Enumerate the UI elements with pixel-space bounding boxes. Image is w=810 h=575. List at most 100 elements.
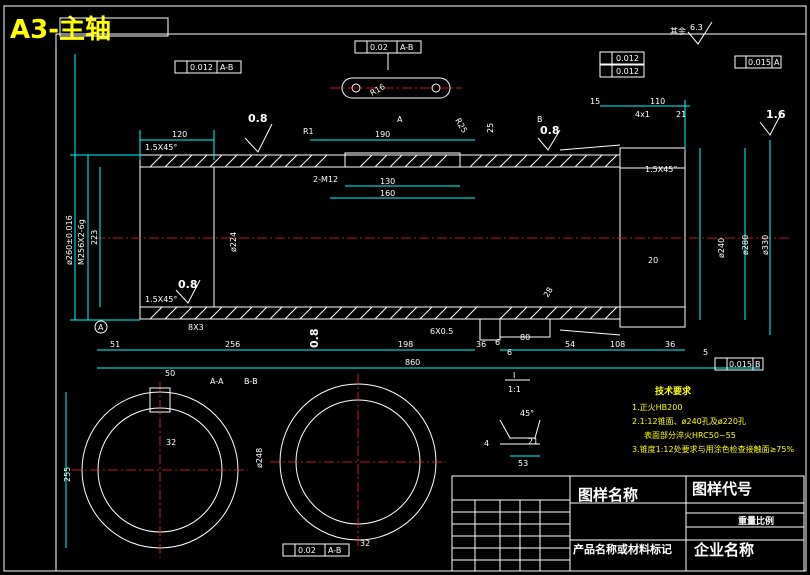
svg-text:R25: R25 (453, 117, 469, 135)
svg-text:M256X2-6g: M256X2-6g (77, 219, 86, 265)
code-box (59, 17, 169, 37)
svg-text:ø280: ø280 (741, 235, 750, 255)
section-aa-label: A-A (210, 377, 224, 386)
svg-text:1.5X45°: 1.5X45° (645, 165, 677, 174)
svg-text:R16: R16 (369, 82, 387, 98)
bb-dia-dim: ø248 (255, 448, 264, 468)
svg-text:21: 21 (528, 437, 538, 446)
svg-text:15: 15 (590, 97, 600, 106)
height-255-dim: 255 (63, 467, 72, 482)
svg-text:4x1: 4x1 (635, 110, 650, 119)
svg-text:A-B: A-B (400, 43, 413, 52)
svg-text:B: B (755, 360, 761, 369)
svg-text:28: 28 (542, 286, 555, 299)
drawing-code: 图样代号 (692, 480, 752, 498)
svg-text:108: 108 (610, 340, 625, 349)
roughness-symbol (687, 21, 713, 45)
roughness-symbols: 0.8 0.8 1.6 0.8 0.8 (175, 108, 786, 349)
roughness-other-label: 其余 (670, 26, 686, 36)
shaft-main-view (95, 144, 790, 341)
dimension-lines (70, 54, 771, 369)
svg-text:A-B: A-B (328, 546, 341, 555)
fcf-right-runout: 0.012 0.012 (599, 51, 645, 78)
svg-text:190: 190 (375, 130, 390, 139)
svg-text:6: 6 (495, 338, 500, 347)
svg-text:45°: 45° (520, 409, 534, 418)
svg-text:R1: R1 (303, 127, 314, 136)
fcf-bottom-right: 0.015 B (714, 357, 764, 371)
svg-text:ø330: ø330 (761, 235, 770, 255)
section-bb-label: B-B (244, 377, 258, 386)
svg-text:1:1: 1:1 (508, 385, 521, 394)
fcf-left-straightness: 0.012 A-B (174, 60, 242, 74)
svg-text:表面部分淬火HRC50~55: 表面部分淬火HRC50~55 (644, 430, 736, 440)
svg-text:0.8: 0.8 (540, 124, 560, 137)
svg-text:1.5X45°: 1.5X45° (145, 143, 177, 152)
svg-text:6X0.5: 6X0.5 (430, 327, 453, 336)
svg-text:技术要求: 技术要求 (655, 385, 692, 397)
svg-text:ø224: ø224 (229, 232, 238, 252)
svg-text:1.6: 1.6 (766, 108, 786, 121)
svg-text:ø260±0.016: ø260±0.016 (65, 215, 74, 265)
svg-text:51: 51 (110, 340, 120, 349)
svg-text:2.1:12锥面、ø240孔及ø220孔: 2.1:12锥面、ø240孔及ø220孔 (632, 416, 746, 426)
svg-text:A: A (397, 115, 403, 124)
svg-text:110: 110 (650, 97, 665, 106)
dimension-texts: 120 1.5X45° 190 130 160 R1 R16 R25 25 2-… (65, 82, 770, 367)
outer-border (3, 5, 807, 572)
svg-text:A: A (774, 58, 780, 67)
svg-text:5: 5 (703, 348, 708, 357)
datum-a-circle-label: A (98, 323, 104, 332)
svg-text:0.012: 0.012 (616, 67, 639, 76)
section-bb (270, 374, 446, 550)
svg-text:198: 198 (398, 340, 413, 349)
drawing-name: 图样名称 (578, 486, 638, 504)
svg-text:4: 4 (484, 439, 489, 448)
datum-a-circle (94, 320, 108, 334)
drawing-title: A3-主轴 (10, 15, 111, 45)
svg-text:2-M12: 2-M12 (313, 175, 338, 184)
svg-text:20: 20 (648, 256, 658, 265)
key-width-dim: 50 (165, 369, 175, 378)
tech-requirements: 技术要求 1.正火HB200 2.1:12锥面、ø240孔及ø220孔 表面部分… (632, 385, 794, 454)
title-block (451, 475, 805, 572)
svg-text:1.5X45°: 1.5X45° (145, 295, 177, 304)
svg-text:B: B (537, 115, 543, 124)
svg-text:25: 25 (486, 123, 495, 133)
svg-text:0.015: 0.015 (748, 58, 771, 67)
svg-text:54: 54 (565, 340, 575, 349)
ratio-label: 重量比例 (738, 515, 774, 527)
svg-text:0.8: 0.8 (308, 329, 321, 349)
svg-text:36: 36 (665, 340, 675, 349)
section-aa (65, 382, 248, 558)
company-name: 企业名称 (693, 541, 754, 559)
svg-text:0.8: 0.8 (248, 112, 268, 125)
fcf-right-circle: 0.015 A (734, 55, 782, 69)
roughness-other-value: 6.3 (690, 23, 703, 32)
product-line: 产品名称或材料标记 (573, 542, 672, 556)
fcf-top-symmetry: 0.02 A-B (354, 40, 422, 70)
svg-text:36: 36 (476, 340, 486, 349)
svg-text:ø240: ø240 (717, 238, 726, 258)
svg-text:0.012: 0.012 (190, 63, 213, 72)
svg-text:I: I (513, 371, 515, 380)
svg-text:0.015: 0.015 (729, 360, 752, 369)
svg-text:1.正火HB200: 1.正火HB200 (632, 403, 682, 412)
svg-text:0.8: 0.8 (178, 278, 198, 291)
svg-text:80: 80 (520, 333, 530, 342)
svg-text:120: 120 (172, 130, 187, 139)
svg-text:21: 21 (676, 110, 686, 119)
svg-text:6: 6 (507, 348, 512, 357)
key-depth-dim: 32 (166, 438, 176, 447)
svg-text:A-B: A-B (220, 63, 233, 72)
svg-text:0.02: 0.02 (370, 43, 388, 52)
svg-text:130: 130 (380, 177, 395, 186)
svg-text:0.02: 0.02 (298, 546, 316, 555)
key-slot-plan (330, 77, 462, 99)
svg-text:860: 860 (405, 358, 420, 367)
svg-text:53: 53 (518, 459, 528, 468)
svg-text:0.012: 0.012 (616, 54, 639, 63)
fcf-bottom-left: 0.02 A-B (282, 543, 350, 557)
svg-text:223: 223 (90, 230, 99, 245)
